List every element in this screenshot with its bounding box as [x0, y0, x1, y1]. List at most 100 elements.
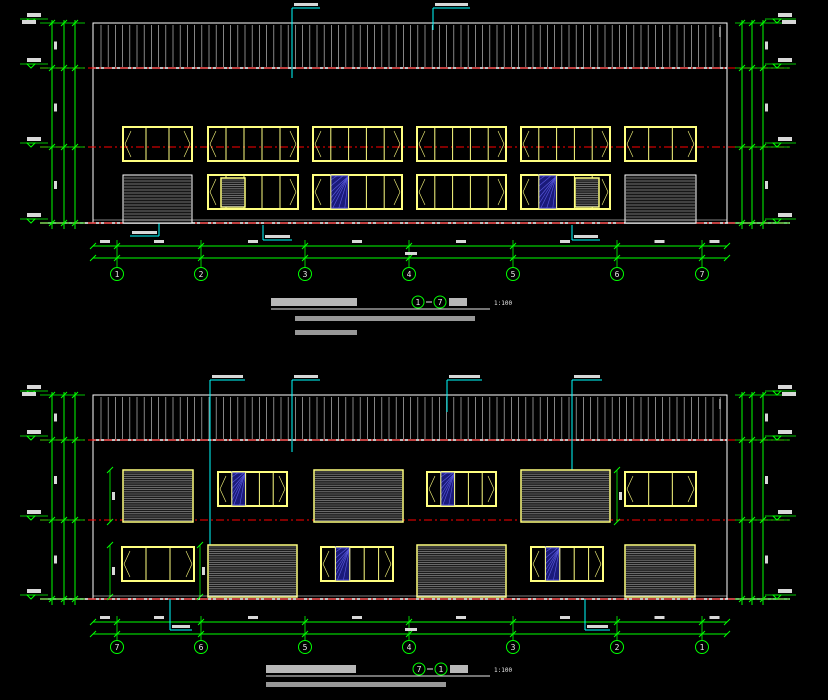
- window-frame: [207, 126, 299, 162]
- dim-value-mark: [100, 240, 110, 243]
- annotation-text-mark: [574, 235, 598, 238]
- window-swing-mark: [497, 130, 505, 145]
- axis-bubble: 4: [402, 640, 416, 654]
- axis-circle: [506, 267, 520, 281]
- glass-hatch-line: [231, 472, 246, 496]
- louver-panel: [624, 544, 696, 598]
- axis-number: 7: [115, 643, 120, 652]
- glass-hatch-line: [440, 472, 453, 484]
- note-line-2: [295, 330, 357, 335]
- axis-number: 7: [700, 270, 705, 279]
- axis-circle: [695, 640, 709, 654]
- window-swing-mark: [418, 178, 426, 193]
- glass-hatch-line: [330, 175, 337, 181]
- window-swing-mark: [384, 563, 392, 578]
- level-value-mark: [27, 510, 41, 514]
- dim-value-mark: [100, 616, 110, 619]
- dim-value-mark: [248, 240, 258, 243]
- level-marker-right: [771, 18, 783, 24]
- title-axis-circle-to: [434, 662, 448, 676]
- axis-circle: [110, 640, 124, 654]
- dim-value-mark: [560, 616, 570, 619]
- glass-hatch-line: [332, 175, 349, 209]
- dim-value-mark: [765, 103, 768, 112]
- window-swing-mark: [289, 191, 297, 206]
- axis-number: 2: [199, 270, 204, 279]
- dim-value-mark: [112, 567, 115, 575]
- axis-number: 5: [511, 270, 516, 279]
- axis-number: 1: [700, 643, 705, 652]
- glass-hatch-line: [545, 547, 552, 553]
- axis-bubble: 3: [298, 267, 312, 281]
- axis-circle: [298, 267, 312, 281]
- level-value-mark: [778, 589, 792, 593]
- rolling-shutter-door: [122, 174, 193, 224]
- dim-value-mark: [765, 41, 768, 50]
- annotation-text-mark: [132, 231, 157, 234]
- window-swing-mark: [393, 130, 401, 145]
- window-swing-mark: [314, 178, 322, 193]
- window-swing-mark: [418, 191, 426, 206]
- axis-bubble: 2: [194, 267, 208, 281]
- dimension-tick: [723, 618, 731, 626]
- dimension-tick: [723, 242, 731, 250]
- roof-level-mark: [782, 392, 796, 396]
- window-swing-mark: [314, 130, 322, 145]
- window-frame: [312, 174, 403, 210]
- title-suffix-block: [450, 665, 468, 673]
- dim-value-mark: [54, 103, 57, 112]
- louver-panel: [520, 469, 611, 523]
- upper-window: [416, 126, 507, 162]
- window-swing-mark: [393, 178, 401, 193]
- window-swing-mark: [124, 130, 132, 145]
- axis-circle: [194, 640, 208, 654]
- level-marker-left: [25, 594, 37, 600]
- window-swing-mark: [123, 563, 131, 578]
- glass-hatch-line: [547, 547, 561, 581]
- axis-circle: [194, 267, 208, 281]
- window-swing-mark: [185, 550, 193, 565]
- axis-number: 3: [511, 643, 516, 652]
- level-value-mark: [778, 213, 792, 217]
- axis-bubble: 7: [110, 640, 124, 654]
- level-value-mark: [27, 430, 41, 434]
- axis-circle: [610, 267, 624, 281]
- dim-value-mark: [154, 616, 164, 619]
- roof-parapet: [92, 22, 728, 69]
- dim-value-mark: [765, 476, 768, 484]
- window-swing-mark: [522, 191, 530, 206]
- glass-hatch-line: [538, 175, 557, 193]
- glass-hatch-line: [538, 175, 557, 199]
- window-swing-mark: [626, 130, 634, 145]
- annotation-text-mark: [294, 3, 318, 6]
- glass-hatch-line: [335, 547, 342, 553]
- level-marker-right: [771, 63, 783, 69]
- title-axis-to: 7: [437, 298, 442, 307]
- louver-panel: [207, 544, 298, 598]
- axis-bubble: 5: [298, 640, 312, 654]
- window-frame: [320, 546, 394, 582]
- window-frame: [121, 546, 195, 582]
- dim-value-mark: [54, 476, 57, 484]
- title-axis-circle-to: [433, 295, 447, 309]
- dim-value-mark: [654, 240, 665, 243]
- upper-window: [122, 126, 193, 162]
- upper-window-glazed: [426, 471, 497, 507]
- annotation-text-mark: [212, 375, 243, 378]
- window-swing-mark: [522, 130, 530, 145]
- glass-hatch-line: [545, 547, 561, 577]
- axis-bubble: 6: [610, 267, 624, 281]
- window-swing-mark: [185, 563, 193, 578]
- dim-value-mark: [654, 616, 665, 619]
- axis-number: 6: [615, 270, 620, 279]
- axis-number: 3: [303, 270, 308, 279]
- window-swing-mark: [209, 178, 217, 193]
- axis-circle: [110, 267, 124, 281]
- annotation-text-mark: [574, 375, 600, 378]
- window-swing-mark: [428, 488, 436, 503]
- note-line-1: [266, 682, 446, 687]
- glass-hatch-line: [440, 472, 455, 502]
